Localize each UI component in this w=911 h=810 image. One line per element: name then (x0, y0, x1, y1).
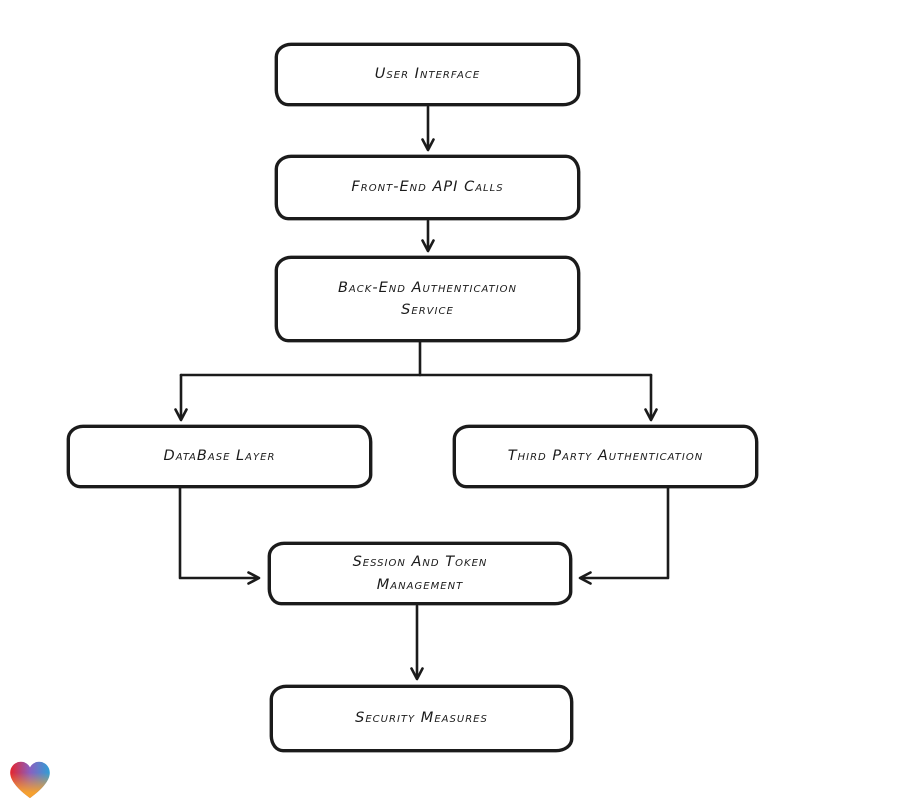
database-layer-label: DataBase Layer (163, 448, 276, 465)
session-and-token-management-label: Session And Token Management (352, 554, 488, 593)
session-and-token-management-node: Session And Token Management (268, 542, 572, 605)
heart-logo-icon (10, 761, 50, 799)
user-interface-node: User Interface (275, 43, 580, 106)
third-party-authentication-node: Third Party Authentication (453, 425, 758, 488)
heart-shape-overlay (10, 761, 50, 799)
third-party-authentication-label: Third Party Authentication (507, 448, 704, 465)
front-end-api-calls-label: Front-End API Calls (351, 179, 504, 196)
back-end-authentication-service-node: Back-End Authentication Service (275, 256, 580, 342)
user-interface-label: User Interface (374, 66, 481, 83)
thirdparty-to-session-connector (578, 486, 670, 585)
security-measures-node: Security Measures (270, 685, 573, 752)
back-end-authentication-service-label: Back-End Authentication Service (337, 279, 518, 318)
database-to-session-connector (178, 486, 261, 585)
database-layer-node: DataBase Layer (67, 425, 372, 488)
front-end-api-calls-node: Front-End API Calls (275, 155, 580, 220)
security-measures-label: Security Measures (355, 710, 488, 727)
